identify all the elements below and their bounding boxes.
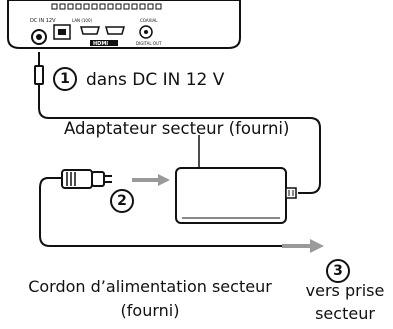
digital-out-label: DIGITAL OUT [136, 41, 162, 46]
step-3-badge: 3 [326, 259, 350, 283]
dc-in-port-label: DC IN 12V [30, 18, 56, 24]
power-cord-cable [39, 177, 282, 247]
dc-in-jack: DC IN 12V [30, 18, 56, 45]
power-cord-connector [48, 169, 112, 189]
outlet-arrow [282, 239, 324, 253]
lan-port: LAN (100) [53, 18, 93, 40]
ac-adapter [175, 135, 297, 224]
player-rear-panel: DC IN 12V LAN (100) HDMI COAXIAL DIGITAL… [7, 0, 241, 49]
player-vents [51, 3, 162, 10]
insert-arrow [132, 174, 170, 186]
hdmi-ports: HDMI [80, 26, 125, 47]
dc-cable [38, 96, 321, 194]
step-1-text: dans DC IN 12 V [86, 70, 225, 90]
coaxial-port-label: COAXIAL [140, 18, 158, 23]
dc-plug [34, 52, 44, 96]
step-2-badge: 2 [110, 189, 134, 213]
lan-port-label: LAN (100) [72, 18, 93, 23]
step-1-badge: 1 [53, 67, 77, 91]
adapter-label: Adaptateur secteur (fourni) [64, 119, 290, 138]
step-3-line2: secteur [315, 304, 375, 323]
coaxial-port: COAXIAL DIGITAL OUT [136, 18, 162, 46]
step-3-line1: vers prise [305, 281, 385, 300]
cord-label-line2: (fourni) [120, 301, 180, 320]
hdmi-brand-label: HDMI [93, 41, 108, 47]
cord-label-line1: Cordon d’alimentation secteur [28, 277, 272, 296]
